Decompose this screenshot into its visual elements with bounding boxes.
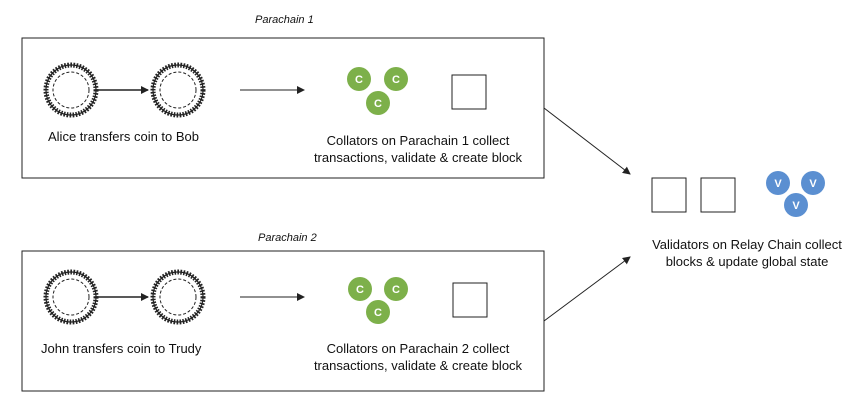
parachain-2-title: Parachain 2 (258, 232, 317, 244)
alice-transfer-label: Alice transfers coin to Bob (48, 129, 200, 144)
collator-node: C (366, 300, 390, 324)
relay-validators-label: Validators on Relay Chain collect blocks… (640, 236, 854, 270)
parachain-2-collators-line-2: transactions, validate & create block (313, 358, 523, 373)
validator-node: V (801, 171, 825, 195)
relay-validators-line-1: Validators on Relay Chain collect (652, 237, 842, 252)
collator-node: C (347, 67, 371, 91)
relay-block (700, 177, 736, 213)
coin-icon-john (43, 269, 99, 325)
coin-icon-bob (150, 62, 206, 118)
svg-text:C: C (355, 74, 363, 86)
collator-node: C (384, 67, 408, 91)
parachain-2-collators-line-1: Collators on Parachain 2 collect (326, 341, 510, 356)
coin-icon-alice (43, 62, 99, 118)
parachain-1-collators-line-2: transactions, validate & create block (313, 150, 523, 165)
parachain-2-collators-label: Collators on Parachain 2 collect transac… (308, 340, 528, 374)
parachain-1-to-relay-arrow (543, 107, 631, 175)
svg-text:C: C (374, 98, 382, 110)
john-transfer-label: John transfers coin to Trudy (41, 341, 202, 356)
validator-node: V (784, 193, 808, 217)
parachain-1-collators-line-1: Collators on Parachain 1 collect (326, 133, 510, 148)
collator-node: C (366, 91, 390, 115)
svg-text:C: C (392, 284, 400, 296)
collator-node: C (384, 277, 408, 301)
validator-node: V (766, 171, 790, 195)
parachain-2-block (452, 282, 488, 318)
coin-icon-trudy (150, 269, 206, 325)
parachain-1-collators-label: Collators on Parachain 1 collect transac… (308, 132, 528, 166)
relay-validators-line-2: blocks & update global state (665, 254, 829, 269)
parachain-1-title: Parachain 1 (255, 14, 314, 26)
svg-text:C: C (392, 74, 400, 86)
relay-block (651, 177, 687, 213)
svg-text:C: C (356, 284, 364, 296)
parachain-2-to-relay-arrow (543, 256, 631, 322)
svg-text:V: V (774, 178, 782, 190)
svg-text:V: V (792, 200, 800, 212)
svg-text:C: C (374, 307, 382, 319)
svg-text:V: V (809, 178, 817, 190)
collator-node: C (348, 277, 372, 301)
parachain-1-block (451, 74, 487, 110)
